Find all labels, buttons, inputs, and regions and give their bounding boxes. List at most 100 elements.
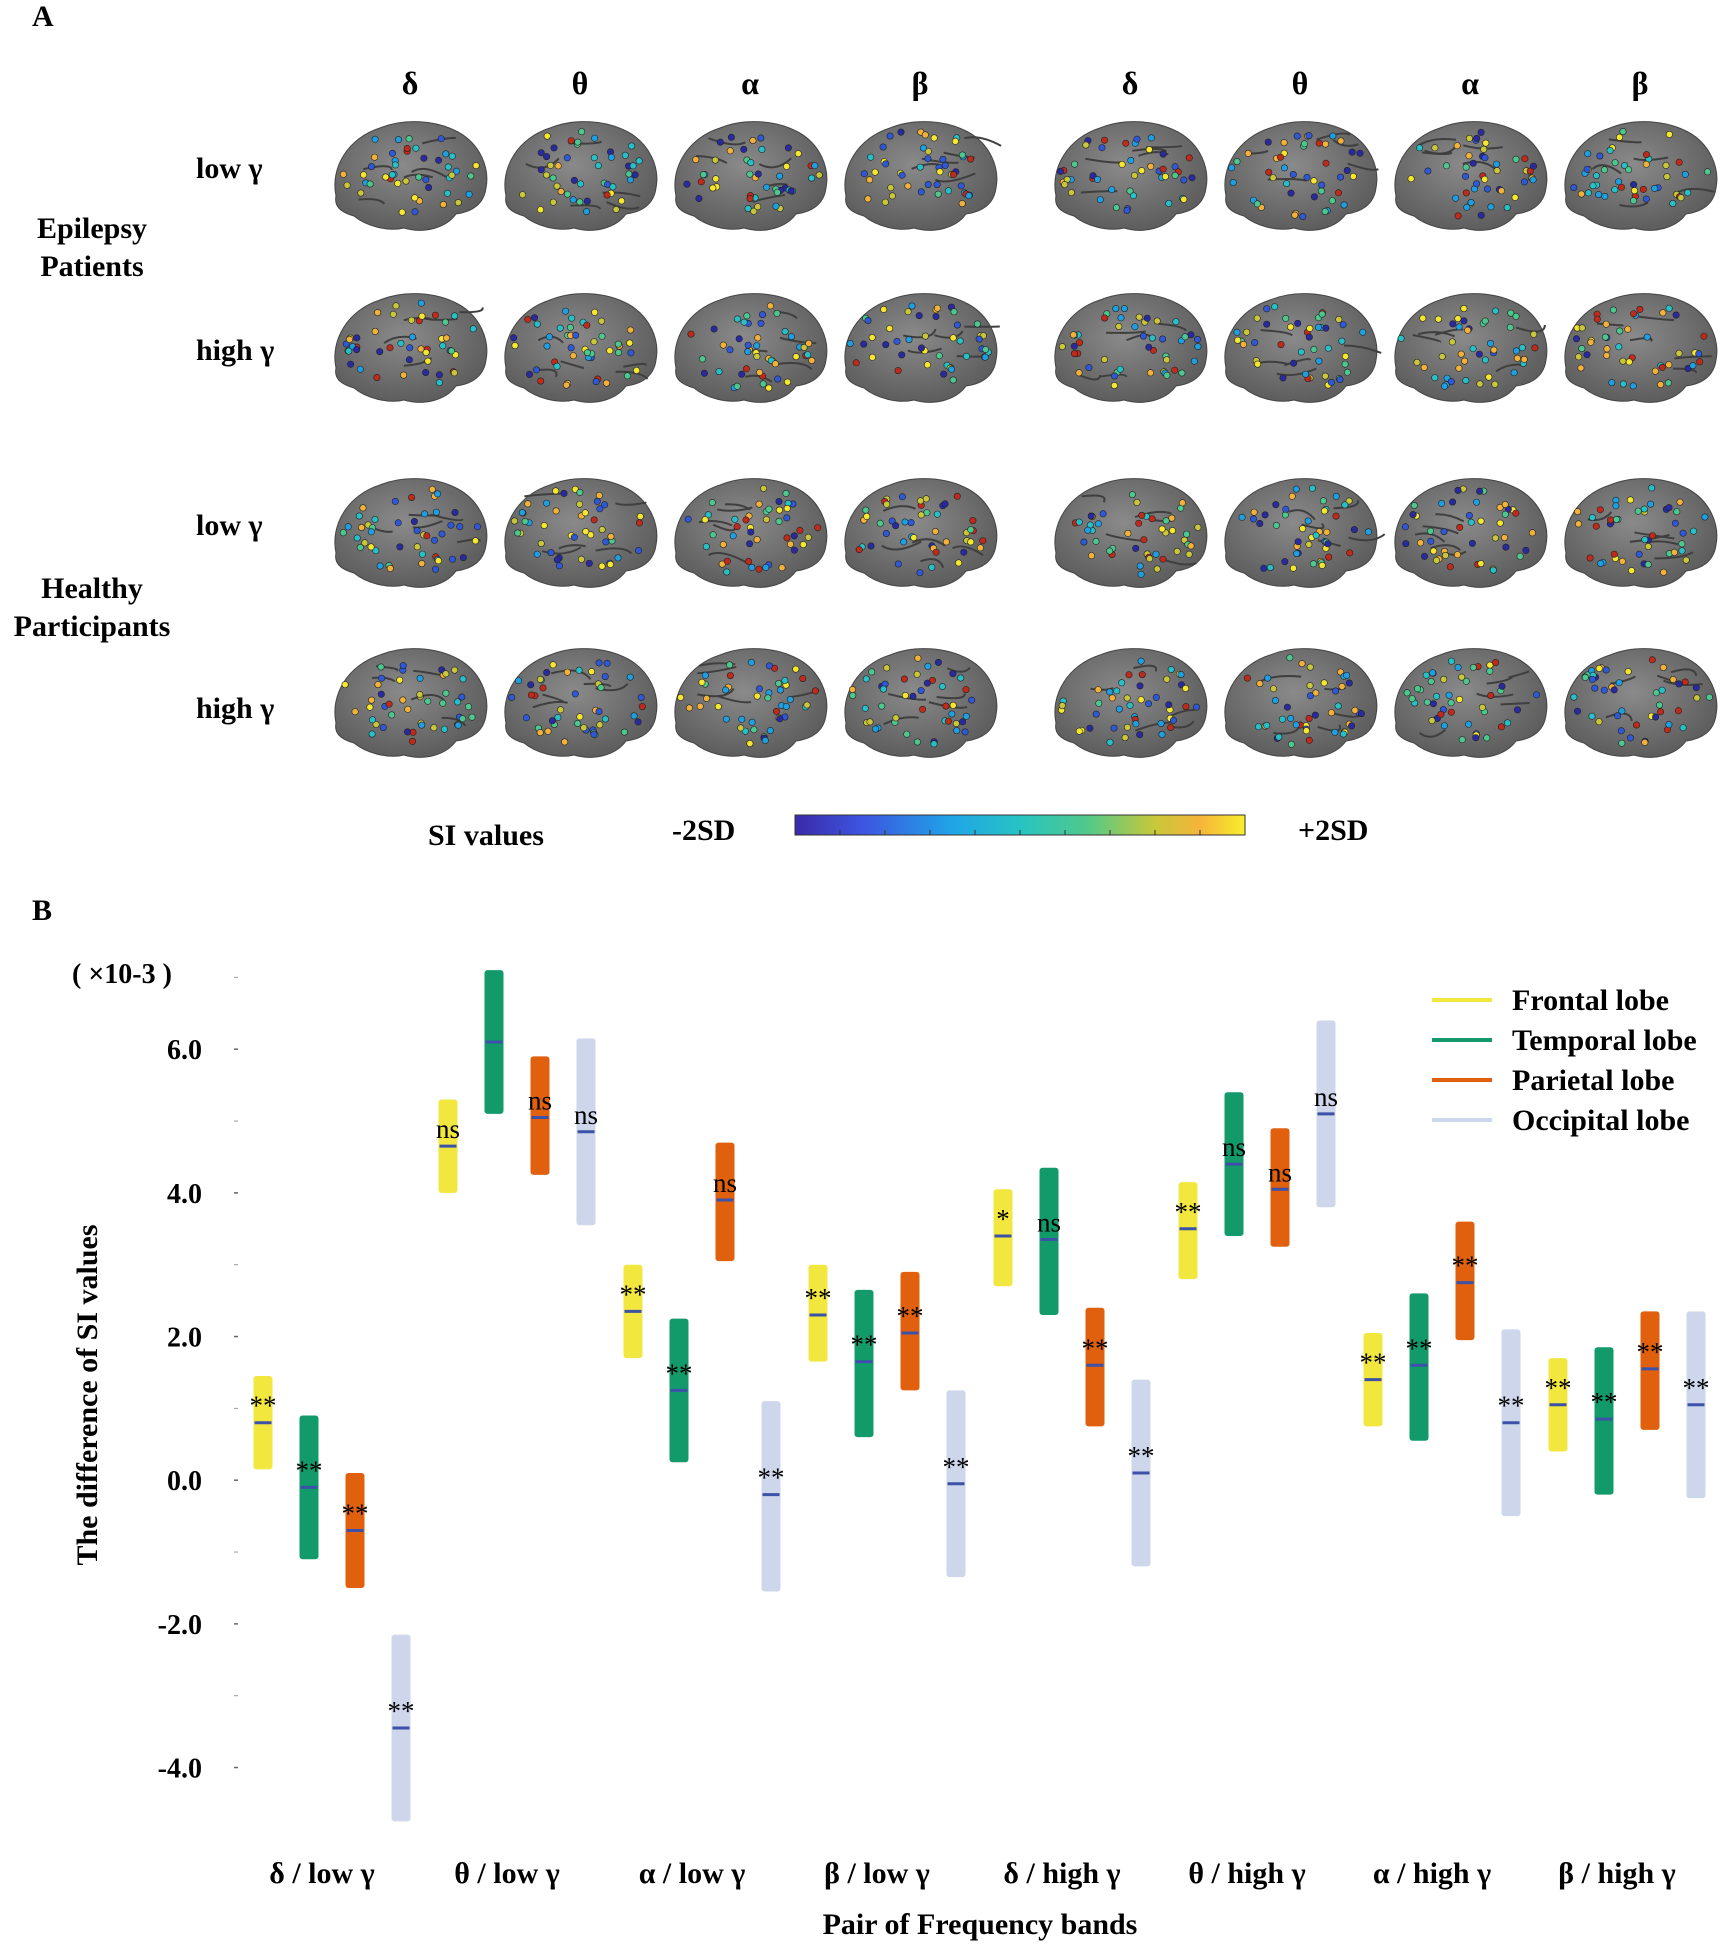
series-frontal-lobe: **ns*********** (250, 1099, 1572, 1470)
brain-map (1394, 121, 1548, 231)
significance-label: ** (388, 1696, 415, 1726)
brain-map (1564, 648, 1718, 758)
band-header: δ (402, 65, 419, 101)
brain-grid (334, 121, 1718, 758)
band-header: δ (1122, 65, 1139, 101)
brain-map (1394, 293, 1548, 403)
brain-map (1564, 293, 1718, 403)
x-category-label: α / high γ (1373, 1857, 1491, 1890)
significance-label: ns (574, 1100, 598, 1130)
group-label-line: Patients (40, 250, 143, 283)
group-label-line: Healthy (41, 572, 143, 605)
significance-label: ** (851, 1330, 878, 1360)
legend-label: Temporal lobe (1512, 1024, 1697, 1057)
series-occipital-lobe: ** ns ** ** ** ns ** ** (388, 1020, 1710, 1822)
legend-label: Occipital lobe (1512, 1104, 1689, 1137)
range-bar (900, 1271, 920, 1391)
significance-label: ** (1406, 1333, 1433, 1363)
brain-map (1394, 478, 1548, 588)
row-label: low γ (196, 509, 263, 542)
significance-label: ** (250, 1391, 277, 1421)
significance-label: ** (342, 1498, 369, 1528)
x-category-label: β / low γ (824, 1857, 930, 1890)
brain-map (504, 478, 658, 588)
range-bar (1640, 1311, 1660, 1430)
band-header: θ (572, 65, 589, 101)
significance-label: ** (620, 1279, 647, 1309)
band-header: β (1632, 65, 1649, 101)
y-tick-label: 2.0 (167, 1323, 202, 1354)
significance-label: * (996, 1204, 1010, 1234)
brain-map (1224, 648, 1378, 758)
band-header: β (912, 65, 929, 101)
range-bar (761, 1401, 781, 1592)
y-tick-label: -4.0 (158, 1754, 202, 1785)
significance-label: ** (1637, 1337, 1664, 1367)
significance-label: ** (1082, 1333, 1109, 1363)
significance-label: ** (1683, 1373, 1710, 1403)
brain-map (674, 293, 828, 403)
band-header: θ (1292, 65, 1309, 101)
significance-label: ns (1314, 1082, 1338, 1112)
brain-map (1054, 648, 1208, 758)
significance-label: ** (1545, 1373, 1572, 1403)
range-bar (715, 1142, 735, 1262)
significance-label: ** (1591, 1387, 1618, 1417)
x-category-label: δ / low γ (269, 1857, 374, 1890)
x-axis-title: Pair of Frequency bands (823, 1908, 1138, 1941)
y-axis-ticks: 6.04.02.00.0-2.0-4.0 (158, 976, 238, 1785)
row-label: low γ (196, 152, 263, 185)
range-bar (808, 1264, 828, 1362)
brain-map (1054, 478, 1208, 588)
brain-map (334, 478, 488, 588)
range-bar (1270, 1128, 1290, 1247)
significance-label: ** (666, 1358, 693, 1388)
significance-label: ns (436, 1114, 460, 1144)
bar-series: **ns*****************nsns******nsns****n… (250, 970, 1710, 1822)
panel-b-letter: B (32, 894, 52, 927)
significance-label: ** (1452, 1251, 1479, 1281)
brain-map (1564, 121, 1718, 231)
range-bar (1455, 1221, 1475, 1341)
brain-map (1054, 121, 1208, 231)
x-category-label: β / high γ (1558, 1857, 1675, 1890)
range-bar (993, 1189, 1013, 1287)
significance-label: ** (758, 1463, 785, 1493)
significance-label: ** (897, 1301, 924, 1331)
y-tick-label: 4.0 (167, 1179, 202, 1210)
y-tick-label: 6.0 (167, 1035, 202, 1066)
colorbar-max-label: +2SD (1298, 814, 1368, 847)
significance-label: ns (1222, 1132, 1246, 1162)
colorbar-title: SI values (428, 819, 544, 852)
x-category-label: α / low γ (639, 1857, 746, 1890)
legend-label: Parietal lobe (1512, 1064, 1674, 1097)
brain-map (674, 648, 828, 758)
significance-label: ** (296, 1455, 323, 1485)
range-bar (1409, 1293, 1429, 1441)
band-header: α (741, 65, 759, 101)
brain-map (844, 293, 1000, 403)
significance-label: ** (1498, 1391, 1525, 1421)
range-bar (1085, 1307, 1105, 1427)
significance-label: ns (1037, 1208, 1061, 1238)
significance-label: ** (1128, 1441, 1155, 1471)
group-label-line: Participants (14, 610, 171, 643)
range-bar (1594, 1347, 1614, 1495)
significance-label: ns (1268, 1157, 1292, 1187)
brain-map (1394, 648, 1548, 758)
brain-map (504, 293, 658, 403)
brain-map (334, 293, 488, 403)
x-category-label: θ / low γ (454, 1857, 560, 1890)
significance-label: ** (943, 1452, 970, 1482)
brain-map (844, 648, 998, 758)
range-bar (1039, 1167, 1059, 1315)
